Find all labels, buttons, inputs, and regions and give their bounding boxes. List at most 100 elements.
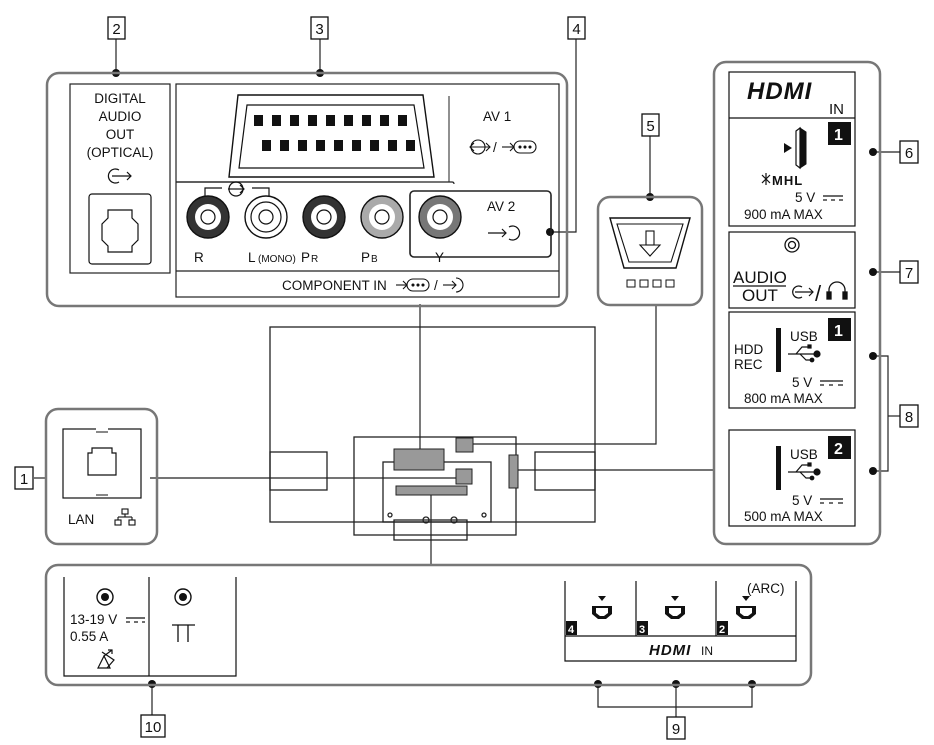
- callout-7: 7: [905, 265, 913, 282]
- callout-4: 4: [572, 21, 580, 38]
- side-panel: [712, 60, 882, 546]
- usb2-current: 500 mA MAX: [744, 509, 823, 524]
- component-in-label: COMPONENT IN: [282, 278, 387, 293]
- callout-1: 1: [20, 471, 28, 488]
- usb1-badge: 1: [834, 323, 843, 340]
- callout-5: 5: [646, 118, 654, 135]
- usb1-badge-bg: [828, 318, 851, 341]
- rca-jack-pb: [360, 195, 404, 239]
- audio-out-line1: AUDIO: [733, 268, 787, 287]
- usb1-volt: 5 V: [792, 375, 812, 390]
- rca-jack-r: [186, 195, 230, 239]
- hdmi-mhl-port: [784, 126, 807, 170]
- optical-port: [88, 193, 152, 265]
- satellite-amp: 0.55 A: [70, 629, 108, 644]
- dc-symbol-icon: [126, 617, 145, 623]
- hdmi-badge-4-bg: [566, 621, 577, 635]
- usb2-badge-bg: [828, 436, 851, 459]
- dc-symbol-icon: [820, 380, 843, 386]
- bottom-panel: [44, 563, 813, 687]
- callout-3: 3: [315, 21, 323, 38]
- hdmi-badge-4: 4: [568, 624, 575, 636]
- hdmi-badge-2-bg: [717, 621, 728, 635]
- av-connector-panel: [45, 71, 569, 308]
- optical-label-line2: AUDIO: [99, 109, 142, 124]
- rca-jack-pr: [302, 195, 346, 239]
- audio-jack-icon: [784, 237, 800, 253]
- hdmi-volt: 5 V: [795, 190, 815, 205]
- hdmi-badge-3-bg: [637, 621, 648, 635]
- usb-trident-icon: [788, 462, 821, 481]
- rca-label-l-sub: (MONO): [258, 254, 296, 265]
- optical-label: DIGITAL AUDIO OUT (OPTICAL): [87, 91, 154, 160]
- hdmi-port-badge-bg: [828, 122, 851, 145]
- headphones-icon: [826, 281, 848, 300]
- satellite-volt: 13-19 V: [70, 612, 117, 627]
- antenna-icon: [172, 624, 195, 642]
- callout-numbers: 2 3 4 5 1 6 7 8 10 9: [20, 21, 913, 738]
- satellite-connector: [96, 588, 114, 606]
- leader-lines: [34, 39, 900, 717]
- usb1-port: [776, 328, 781, 372]
- callout-10: 10: [145, 719, 162, 736]
- mhl-label: MHL: [772, 173, 803, 188]
- callout-6: 6: [905, 145, 913, 162]
- mhl-star-icon: [761, 173, 771, 185]
- av1-label: AV 1: [483, 109, 511, 124]
- network-icon: [114, 508, 136, 526]
- optical-label-line1: DIGITAL: [94, 91, 146, 106]
- rca-label-pb: P: [361, 250, 370, 265]
- hdmi-port-3: [665, 596, 685, 619]
- usb2-label: USB: [790, 447, 818, 462]
- optical-label-line4: (OPTICAL): [87, 145, 154, 160]
- callout-9: 9: [672, 721, 680, 738]
- hdmi-in-label: IN: [829, 101, 844, 118]
- hdmi-badge-2: 2: [719, 624, 725, 636]
- satellite-dish-icon: [97, 649, 115, 669]
- usb1-hdd: HDD: [734, 342, 763, 357]
- rca-label-pr-sub: R: [311, 254, 318, 265]
- rca-jack-y: [418, 195, 462, 239]
- rca-label-r: R: [194, 250, 204, 265]
- usb-trident-icon: [788, 344, 821, 363]
- hdmi-current: 900 mA MAX: [744, 207, 823, 222]
- scart-port: [228, 94, 435, 178]
- component-in-separator: /: [434, 278, 438, 293]
- rca-label-y: Y: [435, 250, 444, 265]
- antenna-connector: [174, 588, 192, 606]
- dc-symbol-icon: [823, 195, 843, 201]
- lan-label: LAN: [68, 512, 94, 527]
- hdmi-port-2: [736, 596, 756, 619]
- bottom-hdmi-in: IN: [701, 644, 713, 658]
- usb1-current: 800 mA MAX: [744, 391, 823, 406]
- hdmi-port-badge: 1: [834, 127, 843, 144]
- rca-label-pr: P: [301, 250, 310, 265]
- usb1-label: USB: [790, 329, 818, 344]
- rca-label-pb-sub: B: [371, 254, 378, 265]
- lan-panel: [44, 407, 159, 546]
- hdmi-logo: HDMI: [747, 78, 813, 105]
- usb2-volt: 5 V: [792, 493, 812, 508]
- rca-label-l: L: [248, 250, 256, 265]
- audio-out-arrow-icon: [792, 285, 814, 299]
- usb2-badge: 2: [834, 441, 843, 458]
- usb1-rec: REC: [734, 357, 763, 372]
- usb2-port: [776, 446, 781, 490]
- rca-jack-l: [244, 195, 288, 239]
- hdmi-arc-label: (ARC): [747, 581, 785, 596]
- callout-2: 2: [112, 21, 120, 38]
- av1-io-icons: [469, 139, 537, 155]
- output-arrow-icon: [107, 168, 132, 184]
- dc-symbol-icon: [820, 498, 843, 504]
- audio-in-bracket: [204, 181, 270, 198]
- optical-label-line3: OUT: [106, 127, 135, 142]
- av1-io-separator: /: [493, 140, 497, 155]
- tv-back-outline: [269, 326, 596, 541]
- tv-connector-blocks: [393, 437, 519, 496]
- component-in-icons: [396, 277, 464, 293]
- usb-port-panel: [596, 195, 704, 307]
- av2-input-icon: [488, 225, 521, 241]
- av2-label: AV 2: [487, 199, 515, 214]
- callout-8: 8: [905, 409, 913, 426]
